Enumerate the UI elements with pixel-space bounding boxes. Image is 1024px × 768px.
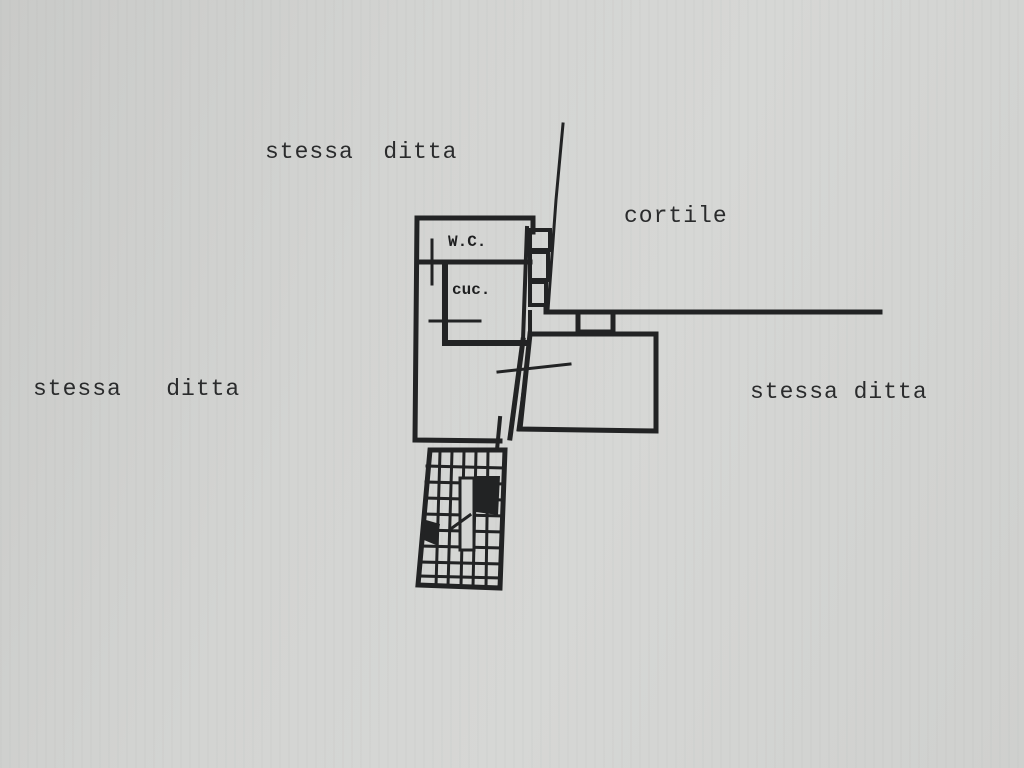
wc-room-label: W.C. — [448, 233, 487, 251]
left-neighbor-label: stessa ditta — [33, 376, 241, 402]
staircase-block — [415, 447, 508, 591]
courtyard-label: cortile — [624, 203, 728, 229]
property-boundary-vertical — [546, 122, 565, 312]
corridor-wall — [507, 337, 526, 441]
main-unit-outer-wall — [414, 215, 536, 235]
right-neighbor-label: stessa ditta — [750, 379, 928, 405]
kitchen-room-label: cuc. — [452, 281, 491, 299]
top-neighbor-label: stessa ditta — [265, 139, 458, 165]
kitchen-wall — [442, 262, 528, 346]
right-room-wall — [517, 331, 659, 434]
doorway-niche — [575, 309, 616, 335]
